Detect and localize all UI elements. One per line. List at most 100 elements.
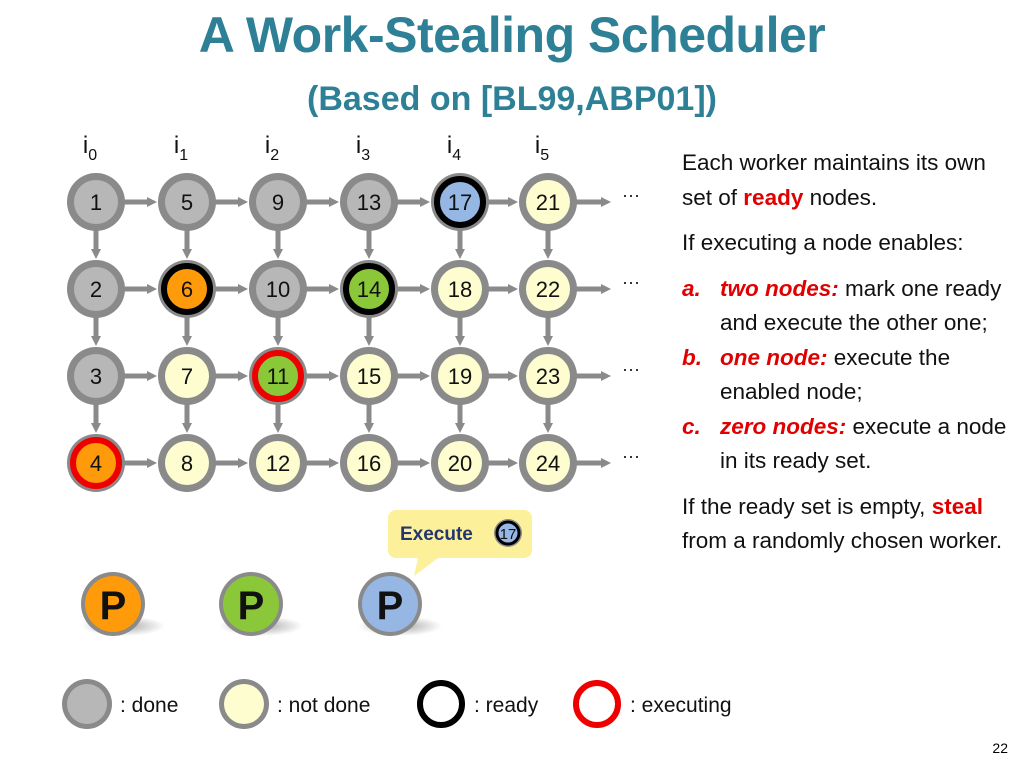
node-label: 19 [448,364,472,389]
node-fill [256,180,300,224]
dag-node-21: 21 [519,173,577,231]
node-fill [74,354,118,398]
paragraph-enables: If executing a node enables: [682,230,964,255]
node-label: 5 [181,190,193,215]
column-label: i4 [447,132,461,164]
node-label: 12 [266,451,290,476]
row-ellipsis: ··· [622,446,640,466]
node-label: 14 [357,277,381,302]
node-fill [165,441,209,485]
legend-label: : executing [630,694,732,717]
node-label: 18 [448,277,472,302]
dag-node-17: 17 [431,173,489,231]
callout-node [495,520,521,546]
node-label: 8 [181,451,193,476]
legend-done: : done [62,679,178,729]
processor-fill [85,576,141,632]
dag-node-11: 11 [249,347,307,405]
dag-node-9: 9 [249,173,307,231]
row-ellipsis: ··· [622,359,640,379]
legend-label: : not done [277,694,370,717]
slide-title: A Work-Stealing Scheduler [198,7,826,63]
execute-callout: Execute 17 [388,510,532,576]
legend: : done : not done : ready : executing [62,679,732,729]
dag-node-18: 18 [431,260,489,318]
node-label: 24 [536,451,560,476]
dag-node-7: 7 [158,347,216,405]
node-fill [438,441,482,485]
dag-edges [91,197,611,468]
dag-node-1: 1 [67,173,125,231]
legend-executing: : executing [573,680,732,728]
node-label: 15 [357,364,381,389]
dag-node-12: 12 [249,434,307,492]
dag-node-13: 13 [340,173,398,231]
node-label: 9 [272,190,284,215]
node-label: 20 [448,451,472,476]
node-fill [74,180,118,224]
node-fill [438,354,482,398]
node-label: 4 [90,451,102,476]
explanation-panel: Each worker maintains its own set of rea… [682,146,1012,570]
row-ellipsis: ··· [622,272,640,292]
page-number: 22 [992,740,1008,756]
node-fill [434,176,486,228]
slide-subtitle: (Based on [BL99,ABP01]) [307,80,717,118]
ready-keyword: ready [743,184,804,210]
dag-node-16: 16 [340,434,398,492]
column-labels: i0 i1 i2 i3 i4 i5 ··· ··· ··· ··· [83,132,640,466]
node-fill [526,354,570,398]
callout-label: Execute [400,524,473,545]
node-fill [256,441,300,485]
node-fill [161,263,213,315]
processor-label: P [377,584,404,628]
processor-fill [223,576,279,632]
dag-node-19: 19 [431,347,489,405]
processor-label: P [238,584,265,628]
column-label: i3 [356,132,370,164]
steal-keyword: steal [931,493,983,519]
processor-3: P [358,572,442,636]
node-fill [252,350,304,402]
node-label: 21 [536,190,560,215]
row-ellipsis: ··· [622,185,640,205]
rule-item-c: c.zero nodes: execute a node in its read… [682,413,1007,474]
column-label: i5 [535,132,549,164]
node-label: 23 [536,364,560,389]
column-label: i2 [265,132,279,164]
node-label: 6 [181,277,193,302]
node-fill [526,441,570,485]
node-fill [256,267,300,311]
rule-item-b: b.one node: execute the enabled node; [682,344,951,405]
node-fill [165,180,209,224]
legend-label: : ready [474,694,539,717]
dag-node-10: 10 [249,260,307,318]
node-fill [165,354,209,398]
callout-node-label: 17 [500,526,517,543]
legend-label: : done [120,694,178,717]
dag-node-15: 15 [340,347,398,405]
paragraph-ready-set: Each worker maintains its own set of rea… [682,150,986,210]
dag-node-24: 24 [519,434,577,492]
node-fill [347,180,391,224]
dag-node-4: 4 [67,434,125,492]
dag-node-23: 23 [519,347,577,405]
dag-node-6: 6 [158,260,216,318]
legend-swatch [417,680,465,728]
node-label: 13 [357,190,381,215]
legend-swatch [67,684,107,724]
column-label: i1 [174,132,188,164]
node-fill [438,267,482,311]
rule-item-a: a.two nodes: mark one ready and execute … [682,275,1002,336]
node-label: 11 [267,364,290,389]
dag-node-5: 5 [158,173,216,231]
paragraph-steal: If the ready set is empty, steal from a … [682,493,1003,554]
processor-label: P [100,584,127,628]
legend-ready: : ready [417,680,539,728]
column-label: i0 [83,132,97,164]
legend-swatch [224,684,264,724]
dag-node-14: 14 [340,260,398,318]
